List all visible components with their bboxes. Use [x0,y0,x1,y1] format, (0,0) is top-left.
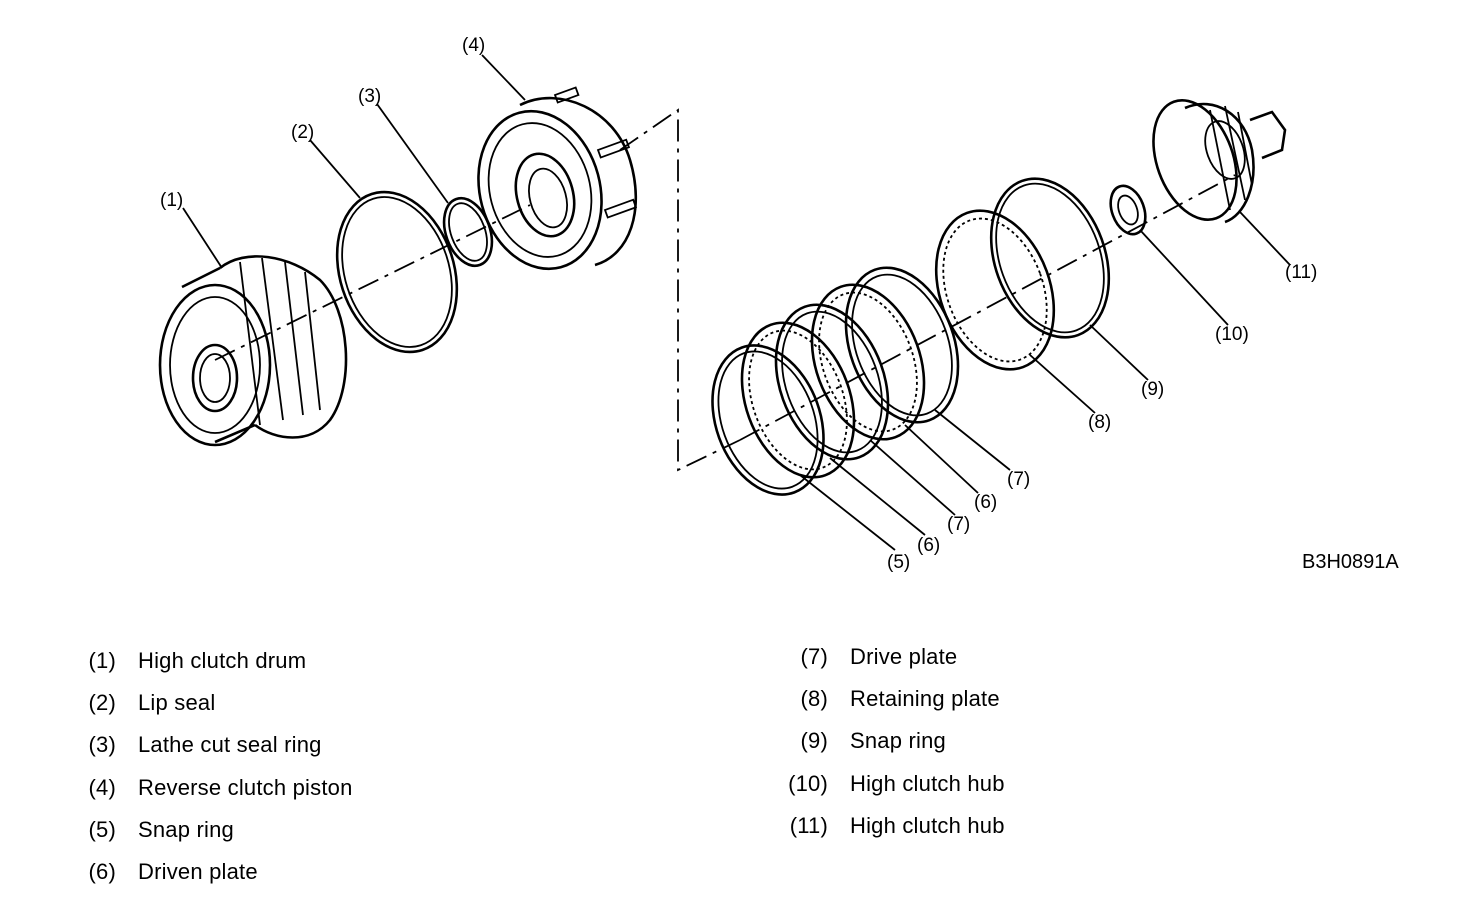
high-clutch-drum [158,255,348,447]
legend-item: (11) High clutch hub [0,805,1005,847]
lip-seal [335,190,459,354]
high-clutch-hub-10 [1109,184,1147,236]
lathe-cut-seal-ring [442,196,494,268]
legend-number: (3) [88,732,116,758]
legend-label: Snap ring [138,816,234,842]
callout-1: (1) [160,190,183,211]
callout-11: (11) [1285,262,1317,283]
legend-item: (2) Lip seal [0,682,353,724]
snap-ring-5 [711,344,825,496]
callout-7b: (7) [1007,469,1030,490]
drive-plate-b [844,266,960,424]
callout-6b: (6) [974,492,997,513]
callout-9: (9) [1141,379,1164,400]
legend-number: (7) [800,644,828,670]
legend-label: Lathe cut seal ring [138,732,322,758]
legend-label: High clutch drum [138,648,307,674]
legend-item: (3) Lathe cut seal ring [0,724,353,766]
leader-lines [182,54,1291,551]
legend-label: Lip seal [138,690,216,716]
legend-item: (7) Drive plate [0,636,1005,678]
legend-item: (9) Snap ring [0,720,1005,762]
legend-item: (1) High clutch drum [0,640,353,682]
legend-number: (10) [788,770,828,796]
drive-plate-a [774,303,890,461]
reverse-clutch-piston [477,86,638,271]
legend-right: (7) Drive plate (8) Retaining plate (9) Sna… [0,636,1005,847]
legend-label: Retaining plate [850,686,1000,712]
high-clutch-hub-11 [1152,99,1287,224]
legend-label: Snap ring [850,728,946,754]
legend-number: (6) [88,859,116,885]
snap-ring-5-inner [717,350,819,490]
legend-left: (1) High clutch drum (2) Lip seal (3) Lathe… [0,640,353,893]
legend-number: (4) [88,774,116,800]
lathe-cut-seal-ring-inner [448,202,488,262]
callout-7a: (7) [947,514,970,535]
retaining-plate [934,209,1056,371]
legend-number: (5) [88,816,116,842]
legend-label: Drive plate [850,644,958,670]
snap-ring-9 [989,177,1111,339]
legend-item: (10) High clutch hub [0,763,1005,805]
center-line-right [739,174,1236,441]
legend-item: (8) Retaining plate [0,678,1005,720]
legend-item: (4) Reverse clutch piston [0,767,353,809]
exploded-view-diagram: (1) (2) (3) (4) (5) (6) (7) (6) (7) (8) … [158,35,1399,573]
driven-plate-a [740,321,856,479]
legend-number: (11) [789,812,828,838]
legend-number: (9) [800,728,828,754]
figure-code: B3H0891A [1302,551,1399,573]
callout-5: (5) [887,552,910,573]
legend-label: Driven plate [138,859,258,885]
center-line-bracket [619,108,741,472]
legend-label: High clutch hub [850,770,1005,796]
callout-labels: (1) (2) (3) (4) (5) (6) (7) (6) (7) (8) … [160,35,1317,573]
legend-item: (6) Driven plate [0,851,353,893]
legend-number: (1) [88,648,116,674]
callout-2: (2) [291,122,314,143]
legend-number: (2) [88,690,116,716]
callout-10: (10) [1215,324,1249,345]
legend-number: (8) [800,686,828,712]
clutch-plates [740,266,960,479]
legend-item: (5) Snap ring [0,809,353,851]
high-clutch-hub-10-inner [1117,194,1139,226]
callout-3: (3) [358,86,381,107]
callout-6a: (6) [917,535,940,556]
callout-4: (4) [462,35,485,56]
legend-label: Reverse clutch piston [138,774,353,800]
lip-seal-inner [341,196,453,348]
callout-8: (8) [1088,412,1111,433]
snap-ring-9-inner [995,182,1105,334]
retaining-plate-inner [942,217,1048,363]
driven-plate-b [810,283,926,441]
legend-label: High clutch hub [850,812,1005,838]
center-line-left [214,204,531,361]
